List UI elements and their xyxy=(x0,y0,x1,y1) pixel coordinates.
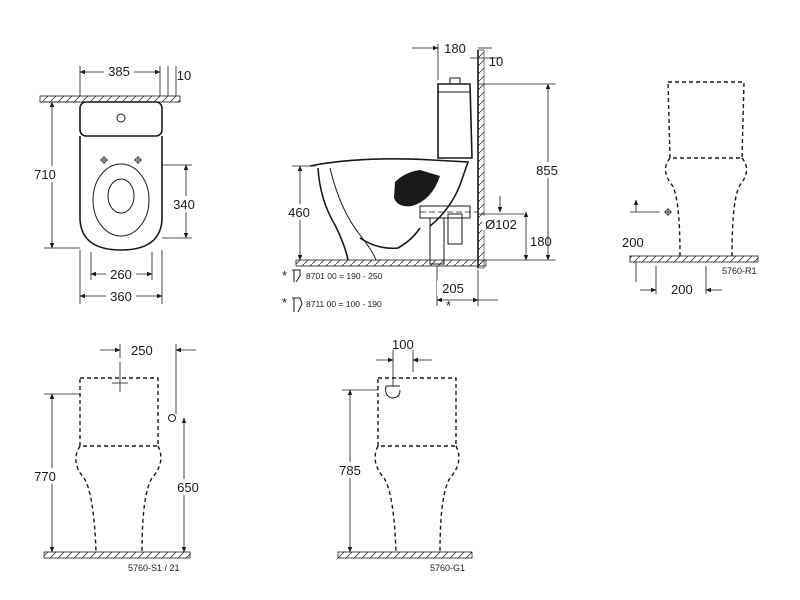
fitting-note-2: * 8711 00 = 100 - 190 xyxy=(282,295,382,313)
cistern-outline xyxy=(79,101,163,137)
wall-hatch xyxy=(39,95,181,103)
view-g1: 100 785 5760-G1 xyxy=(332,337,473,573)
g1-dim-785: 785 xyxy=(339,463,361,478)
fitting-marker-2: * xyxy=(282,295,287,310)
dim-360: 360 xyxy=(110,289,132,304)
dim-10: 10 xyxy=(177,68,191,83)
floor-hatch xyxy=(295,259,487,267)
r1-code: 5760-R1 xyxy=(722,266,757,276)
dim-340: 340 xyxy=(173,197,195,212)
dim-855: 855 xyxy=(536,163,558,178)
s1-cistern xyxy=(79,377,159,447)
r1-dim-200-h: 200 xyxy=(671,282,693,297)
s1-dim-650: 650 xyxy=(177,480,199,495)
seat-outer xyxy=(92,163,150,237)
dim-460: 460 xyxy=(288,205,310,220)
fitting-1-icon xyxy=(292,269,301,283)
dim-180-right: 180 xyxy=(530,234,552,249)
fitting-note-1: * 8701 00 = 190 - 250 xyxy=(282,268,383,283)
dim-180-top: 180 xyxy=(444,41,466,56)
top-view: 385 10 710 340 260 360 xyxy=(26,63,200,304)
dim-260: 260 xyxy=(110,267,132,282)
view-s1: 250 770 650 5760-S1 / 21 xyxy=(26,343,206,573)
g1-inlet-icon xyxy=(385,385,401,399)
side-view: 460 180 10 855 Ø102 180 205 * * xyxy=(282,40,564,313)
side-bowl-top xyxy=(309,158,470,227)
dim-710: 710 xyxy=(34,167,56,182)
bowl-outline xyxy=(79,136,163,251)
s1-code: 5760-S1 / 21 xyxy=(128,563,180,573)
g1-cistern xyxy=(377,377,457,447)
dim-diameter-102: Ø102 xyxy=(485,217,517,232)
s1-inlet-icon xyxy=(168,414,176,422)
dim-205: 205 xyxy=(442,281,464,296)
flush-button-icon xyxy=(116,113,126,123)
fitting-text-2: 8711 00 = 100 - 190 xyxy=(306,299,382,309)
s1-dim-250: 250 xyxy=(131,343,153,358)
side-trap xyxy=(394,170,440,207)
dim-385: 385 xyxy=(108,64,130,79)
g1-code: 5760-G1 xyxy=(430,563,465,573)
fitting-marker-1: * xyxy=(282,268,287,283)
side-bowl-front xyxy=(317,167,349,261)
side-cistern xyxy=(437,83,473,159)
view-r1: 200 200 5760-R1 xyxy=(622,81,759,297)
r1-dim-200-v: 200 xyxy=(622,235,644,250)
g1-dim-100: 100 xyxy=(392,337,414,352)
fitting-2-icon xyxy=(292,297,303,313)
r1-cistern xyxy=(667,81,745,159)
dim-star: * xyxy=(446,298,451,313)
seat-inner xyxy=(107,178,135,214)
dim-10-top: 10 xyxy=(489,54,503,69)
fitting-text-1: 8701 00 = 190 - 250 xyxy=(306,271,383,281)
r1-inlet-icon xyxy=(665,209,671,215)
s1-dim-770: 770 xyxy=(34,469,56,484)
